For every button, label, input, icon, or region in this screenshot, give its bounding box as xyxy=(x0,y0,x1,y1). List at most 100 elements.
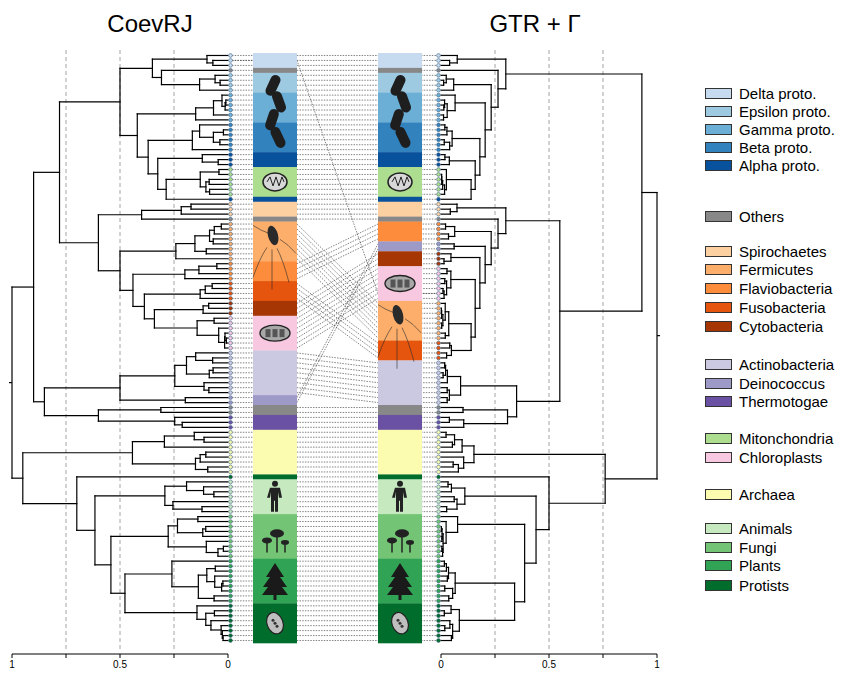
tree-branch xyxy=(497,70,498,107)
tree-branch xyxy=(459,620,514,621)
tree-branch xyxy=(206,248,228,249)
tip-dot xyxy=(229,54,233,58)
organism-silhouette xyxy=(399,595,402,600)
tree-branch xyxy=(441,610,444,611)
tip-dot xyxy=(437,361,441,365)
tree-branch xyxy=(454,84,492,85)
legend-entry: Flaviobacteria xyxy=(705,279,832,297)
tree-branch xyxy=(446,179,471,180)
tip-dot xyxy=(437,237,441,241)
tree-branch xyxy=(456,499,457,509)
tree-branch xyxy=(441,382,447,383)
tree-branch xyxy=(441,209,450,210)
tree-branch xyxy=(206,249,207,254)
tree-branch xyxy=(148,140,192,141)
tree-branch xyxy=(441,268,447,269)
tree-branch xyxy=(446,532,457,533)
legend-swatch xyxy=(705,378,732,389)
tree-branch xyxy=(223,546,228,547)
tree-branch xyxy=(444,142,449,143)
tree-branch xyxy=(203,306,204,313)
grid-line xyxy=(66,50,603,650)
clade-band xyxy=(253,222,297,262)
tree-branch xyxy=(198,266,199,273)
tree-branch xyxy=(206,253,228,254)
tree-branch xyxy=(174,417,175,424)
tree-branch xyxy=(441,476,549,477)
tree-branch xyxy=(213,357,228,358)
tree-branch xyxy=(441,511,447,512)
tree-branch xyxy=(173,509,202,510)
scale-axis xyxy=(441,654,442,658)
tree-branch xyxy=(443,291,444,298)
tree-branch xyxy=(209,303,228,304)
clade-band xyxy=(253,217,297,222)
organism-silhouette xyxy=(262,563,288,595)
tree-branch xyxy=(198,598,214,599)
tree-branch xyxy=(441,218,498,219)
tip-dot xyxy=(437,475,441,479)
tree-branch xyxy=(206,452,228,453)
tree-branch xyxy=(452,624,453,638)
tree-branch xyxy=(446,75,447,82)
tree-branch xyxy=(164,447,228,448)
organism-silhouette xyxy=(388,173,412,191)
tip-dot xyxy=(437,549,441,553)
tree-branch xyxy=(186,357,187,374)
legend-entry: Epsilon proto. xyxy=(705,102,831,120)
tree-branch xyxy=(214,318,228,319)
tree-branch xyxy=(195,235,210,236)
legend-text: Protists xyxy=(739,577,789,594)
tree-branch xyxy=(157,158,158,189)
tree-branch xyxy=(470,180,471,200)
tree-branch xyxy=(441,169,446,170)
tree-branch xyxy=(212,60,213,65)
tree-branch xyxy=(441,452,462,453)
tree-branch xyxy=(132,463,195,464)
tree-branch xyxy=(441,199,471,200)
tip-dot xyxy=(229,589,233,593)
tree-branch xyxy=(144,318,154,319)
tree-branch xyxy=(441,516,458,517)
tree-branch xyxy=(560,310,642,311)
tree-branch xyxy=(454,227,455,237)
tree-branch xyxy=(209,179,210,184)
tree-branch xyxy=(217,268,228,269)
tree-branch xyxy=(451,487,464,488)
tree-branch xyxy=(166,179,200,180)
organism-silhouette xyxy=(378,327,392,357)
tree-branch xyxy=(447,576,448,581)
tip-dot xyxy=(437,450,441,454)
tree-branch xyxy=(198,516,228,517)
tip-dot xyxy=(437,192,441,196)
tip-dot xyxy=(229,63,233,67)
tree-branch xyxy=(454,95,455,110)
tree-branch xyxy=(175,386,204,387)
tree-branch xyxy=(441,377,443,378)
tree-branch xyxy=(214,610,228,611)
tip-dot xyxy=(437,351,441,355)
tip-dot xyxy=(229,93,233,97)
tip-dot xyxy=(229,68,233,72)
tree-branch xyxy=(441,526,442,531)
tip-dot xyxy=(229,252,233,256)
tree-branch xyxy=(446,353,447,358)
tree-branch xyxy=(202,506,228,507)
tree-branch xyxy=(524,524,525,601)
legend-text: Archaea xyxy=(739,486,795,503)
organism-silhouette xyxy=(263,173,287,191)
tree-branch xyxy=(226,338,227,343)
tree-branch xyxy=(200,289,205,290)
tree-branch xyxy=(192,130,199,131)
organism-silhouette xyxy=(276,625,279,628)
tree-branch xyxy=(95,564,111,565)
tree-branch xyxy=(206,613,215,614)
tree-branch xyxy=(221,584,222,591)
legend-text: Epsilon proto. xyxy=(739,103,831,120)
organism-silhouette xyxy=(273,329,278,337)
tree-branch xyxy=(459,610,460,632)
tree-branch xyxy=(441,238,449,239)
tree-branch xyxy=(209,184,228,185)
grid-line xyxy=(549,50,550,650)
organism-silhouette xyxy=(267,488,282,512)
